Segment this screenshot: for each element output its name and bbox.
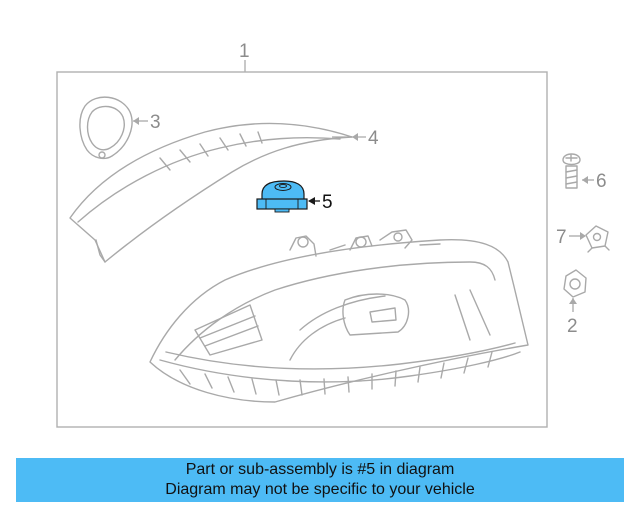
parts-diagram: 1 3 4 5 xyxy=(56,41,610,428)
callout-1: 1 xyxy=(239,41,250,62)
assembly-frame xyxy=(56,71,548,428)
banner-line-2: Diagram may not be specific to your vehi… xyxy=(165,481,475,498)
nut-part-2 xyxy=(563,269,587,312)
gasket-part-3 xyxy=(79,96,148,160)
callout-2: 2 xyxy=(567,316,578,337)
screw-part-6 xyxy=(562,153,594,189)
callout-5[interactable]: 5 xyxy=(322,192,333,213)
info-banner: Part or sub-assembly is #5 in diagram Di… xyxy=(16,458,624,502)
callout-4: 4 xyxy=(368,128,379,149)
banner-line-1: Part or sub-assembly is #5 in diagram xyxy=(185,461,455,478)
clip-nut-part-7 xyxy=(569,225,610,253)
callout-3: 3 xyxy=(150,112,161,133)
tail-lamp-housing xyxy=(149,229,529,403)
bulb-socket-part-5[interactable] xyxy=(256,180,320,213)
callout-6: 6 xyxy=(596,171,607,192)
trim-panel-part-4 xyxy=(69,122,366,263)
callout-7: 7 xyxy=(556,227,567,248)
